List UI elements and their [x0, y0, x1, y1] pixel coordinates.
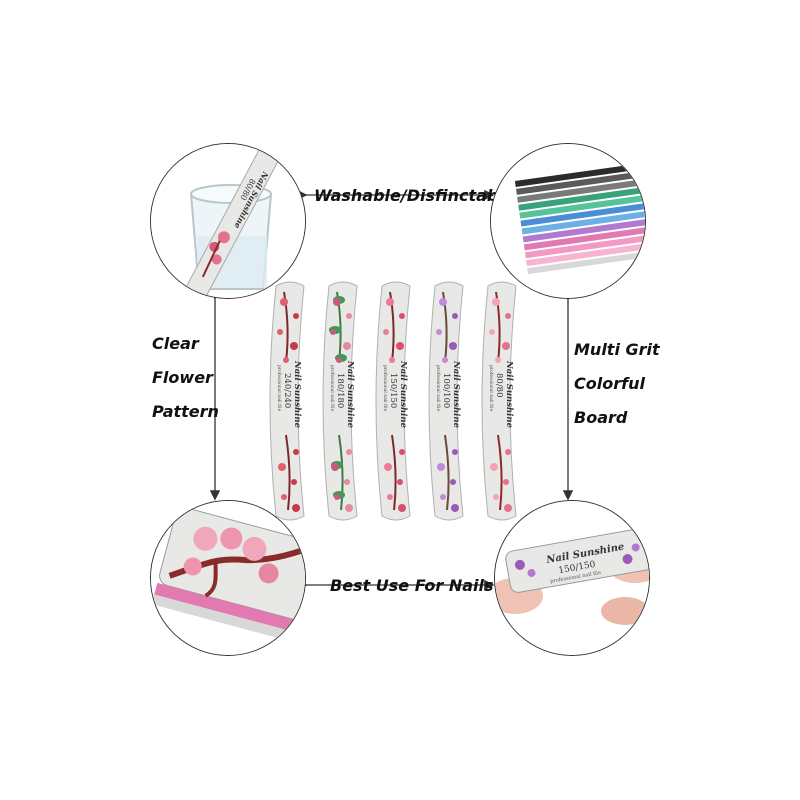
file-flower — [292, 504, 300, 512]
file-flower — [439, 298, 447, 306]
file-flower — [330, 329, 336, 335]
file-flower — [492, 298, 500, 306]
file-flower — [489, 329, 495, 335]
label-best-use: Best Use For Nails — [330, 576, 494, 595]
label-flower: Flower — [152, 368, 213, 387]
file-body — [322, 281, 358, 521]
label-clear: Clear — [152, 334, 199, 353]
circle-colorful-stack — [490, 143, 646, 299]
file-flower — [280, 298, 288, 306]
file-brand: Nail Sunshine — [345, 360, 355, 429]
file-flower — [386, 298, 394, 306]
file-flower — [493, 494, 499, 500]
file-grit: 240/240 — [282, 373, 292, 408]
file-flower — [384, 463, 392, 471]
file-flower — [333, 298, 341, 306]
file-flower — [495, 357, 501, 363]
circle-washable-photo: Nail Sunshine 80/80 — [150, 143, 306, 299]
file-flower — [290, 342, 298, 350]
file-grit: 180/180 — [335, 373, 345, 408]
label-pattern: Pattern — [152, 402, 219, 421]
circle-flower-closeup — [150, 500, 306, 656]
file-flower — [452, 449, 458, 455]
file-flower — [437, 463, 445, 471]
file-body — [481, 281, 517, 521]
file-flower — [293, 313, 299, 319]
file-flower — [436, 329, 442, 335]
file-flower — [283, 357, 289, 363]
file-flower — [504, 504, 512, 512]
file-flower — [502, 342, 510, 350]
file-flower — [277, 329, 283, 335]
file-grit: 150/150 — [388, 373, 398, 408]
file-flower — [334, 494, 340, 500]
file-flower — [346, 313, 352, 319]
circle-hands-use: Nail Sunshine 150/150 professional nail … — [494, 500, 650, 656]
file-flower — [398, 504, 406, 512]
file-flower — [399, 449, 405, 455]
file-flower — [343, 342, 351, 350]
file-body — [375, 281, 411, 521]
file-flower — [281, 494, 287, 500]
file-flower — [505, 313, 511, 319]
file-flower — [336, 357, 342, 363]
file-flower — [345, 504, 353, 512]
file-branch-bottom — [391, 434, 397, 511]
file-body — [269, 281, 305, 521]
file-flower — [399, 313, 405, 319]
file-flower — [396, 342, 404, 350]
file-flower — [278, 463, 286, 471]
file-flower — [440, 494, 446, 500]
file-flower — [449, 342, 457, 350]
file-brand: Nail Sunshine — [504, 360, 514, 429]
file-flower — [331, 463, 339, 471]
file-flower — [451, 504, 459, 512]
file-flower — [397, 479, 403, 485]
file-flower — [291, 479, 297, 485]
file-grit: 80/80 — [494, 373, 504, 398]
file-flower — [383, 329, 389, 335]
file-flower — [452, 313, 458, 319]
file-brand: Nail Sunshine — [451, 360, 461, 429]
label-board: Board — [574, 408, 628, 427]
file-brand: Nail Sunshine — [292, 360, 302, 429]
file-flower — [344, 479, 350, 485]
label-colorful: Colorful — [574, 374, 645, 393]
file-tagline: professional nail file — [435, 365, 441, 412]
file-flower — [505, 449, 511, 455]
file-tagline: professional nail file — [382, 365, 388, 412]
file-tagline: professional nail file — [329, 365, 335, 412]
file-grit: 100/100 — [441, 373, 451, 408]
file-tagline: professional nail file — [276, 365, 282, 412]
file-flower — [450, 479, 456, 485]
file-flower — [346, 449, 352, 455]
file-body — [428, 281, 464, 521]
file-branch-bottom — [285, 434, 291, 511]
file-branch-bottom — [497, 434, 503, 511]
file-branch-bottom — [444, 434, 450, 511]
label-washable: Washable/Disfinctable — [314, 186, 515, 205]
file-flower — [442, 357, 448, 363]
file-brand: Nail Sunshine — [398, 360, 408, 429]
file-flower — [387, 494, 393, 500]
file-flower — [490, 463, 498, 471]
file-tagline: professional nail file — [488, 365, 494, 412]
label-multi-grit: Multi Grit — [574, 340, 660, 359]
file-branch-bottom — [338, 434, 344, 511]
file-flower — [389, 357, 395, 363]
file-flower — [293, 449, 299, 455]
file-flower — [503, 479, 509, 485]
